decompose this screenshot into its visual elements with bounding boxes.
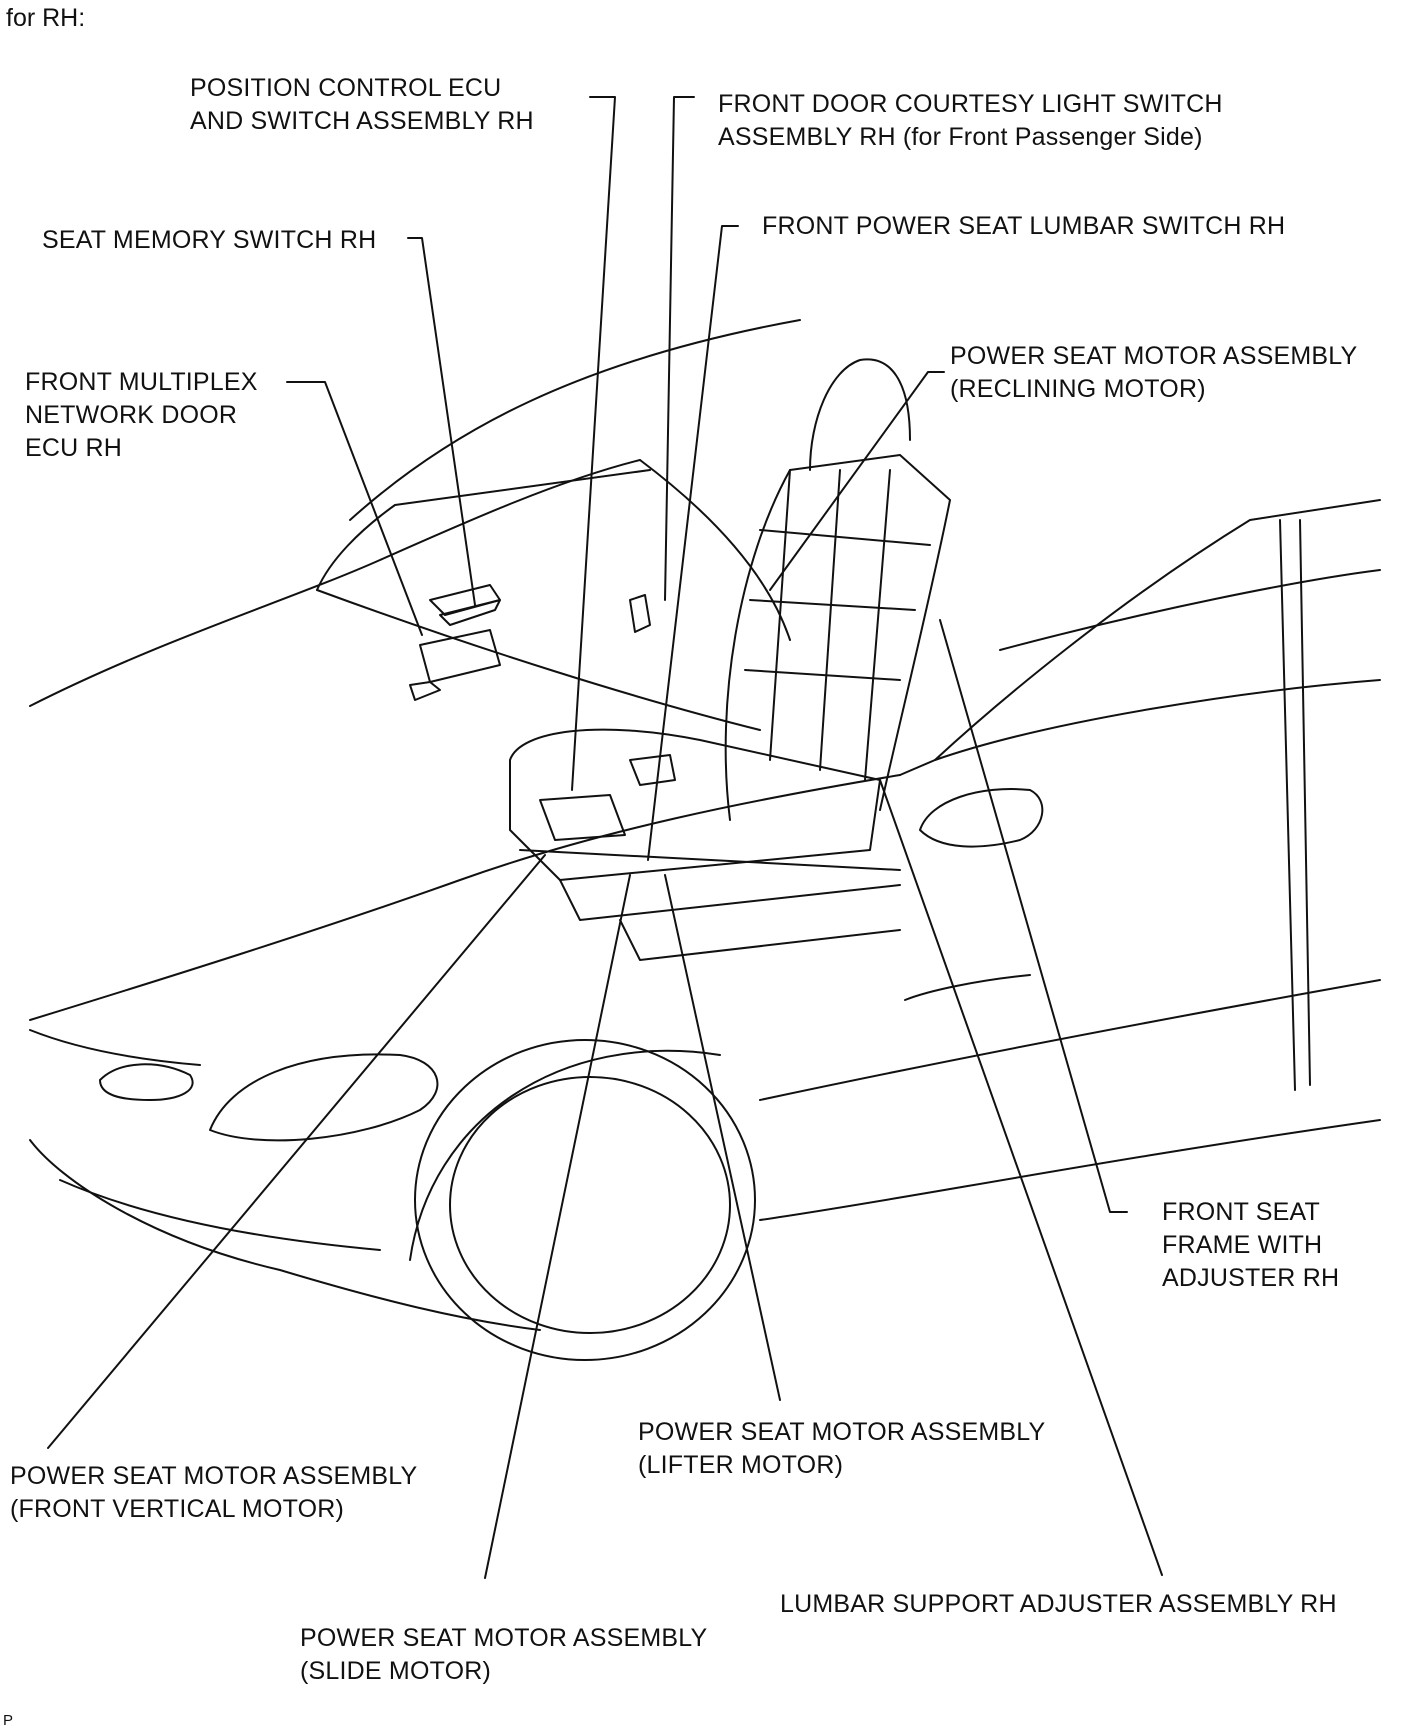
label-line: FRONT POWER SEAT LUMBAR SWITCH RH [762,212,1286,240]
label-seat-frame-adjuster: FRONT SEAT FRAME WITH ADJUSTER RH [1162,1196,1339,1295]
label-line: (LIFTER MOTOR) [638,1451,844,1479]
side-mirror [919,788,1044,848]
leader-lines [47,96,1163,1579]
label-reclining-motor: POWER SEAT MOTOR ASSEMBLY (RECLINING MOT… [950,340,1357,406]
label-line: SEAT MEMORY SWITCH RH [42,226,377,254]
label-line: ADJUSTER RH [1162,1264,1340,1292]
diagram-header: for RH: [6,4,86,32]
label-line: POWER SEAT MOTOR ASSEMBLY [10,1462,418,1490]
label-multiplex-network-ecu: FRONT MULTIPLEX NETWORK DOOR ECU RH [25,366,258,465]
headlamp [29,1029,439,1142]
label-line: FRAME WITH [1162,1231,1323,1259]
label-front-vertical-motor: POWER SEAT MOTOR ASSEMBLY (FRONT VERTICA… [10,1460,417,1526]
label-line: POWER SEAT MOTOR ASSEMBLY [950,342,1358,370]
front-wheel [409,1039,756,1361]
label-seat-memory-switch: SEAT MEMORY SWITCH RH [42,224,376,257]
label-position-control-ecu: POSITION CONTROL ECU AND SWITCH ASSEMBLY… [190,72,534,138]
label-line: FRONT SEAT [1162,1198,1321,1226]
ecu-components [409,584,651,701]
seat-cushion [509,728,901,961]
label-line: ASSEMBLY RH (for Front Passenger Side) [718,123,1203,151]
label-line: FRONT DOOR COURTESY LIGHT SWITCH [718,90,1223,118]
label-line: LUMBAR SUPPORT ADJUSTER ASSEMBLY RH [780,1590,1337,1618]
label-line: NETWORK DOOR [25,401,238,429]
label-courtesy-light-switch: FRONT DOOR COURTESY LIGHT SWITCH ASSEMBL… [718,88,1223,154]
label-line: FRONT MULTIPLEX [25,368,258,396]
label-line: (SLIDE MOTOR) [300,1657,492,1685]
label-lumbar-switch: FRONT POWER SEAT LUMBAR SWITCH RH [762,210,1285,243]
label-line: (RECLINING MOTOR) [950,375,1206,403]
label-line: POWER SEAT MOTOR ASSEMBLY [300,1624,708,1652]
car-body-outline [29,319,1381,1331]
seat-back [724,358,951,821]
label-line: ECU RH [25,434,123,462]
label-line: POWER SEAT MOTOR ASSEMBLY [638,1418,1046,1446]
label-line: POSITION CONTROL ECU [190,74,502,102]
label-lifter-motor: POWER SEAT MOTOR ASSEMBLY (LIFTER MOTOR) [638,1416,1045,1482]
label-slide-motor: POWER SEAT MOTOR ASSEMBLY (SLIDE MOTOR) [300,1622,707,1688]
label-line: (FRONT VERTICAL MOTOR) [10,1495,345,1523]
diagram-footer-code: P [3,1712,14,1729]
label-lumbar-support-adjuster: LUMBAR SUPPORT ADJUSTER ASSEMBLY RH [780,1588,1337,1621]
label-line: AND SWITCH ASSEMBLY RH [190,107,534,135]
